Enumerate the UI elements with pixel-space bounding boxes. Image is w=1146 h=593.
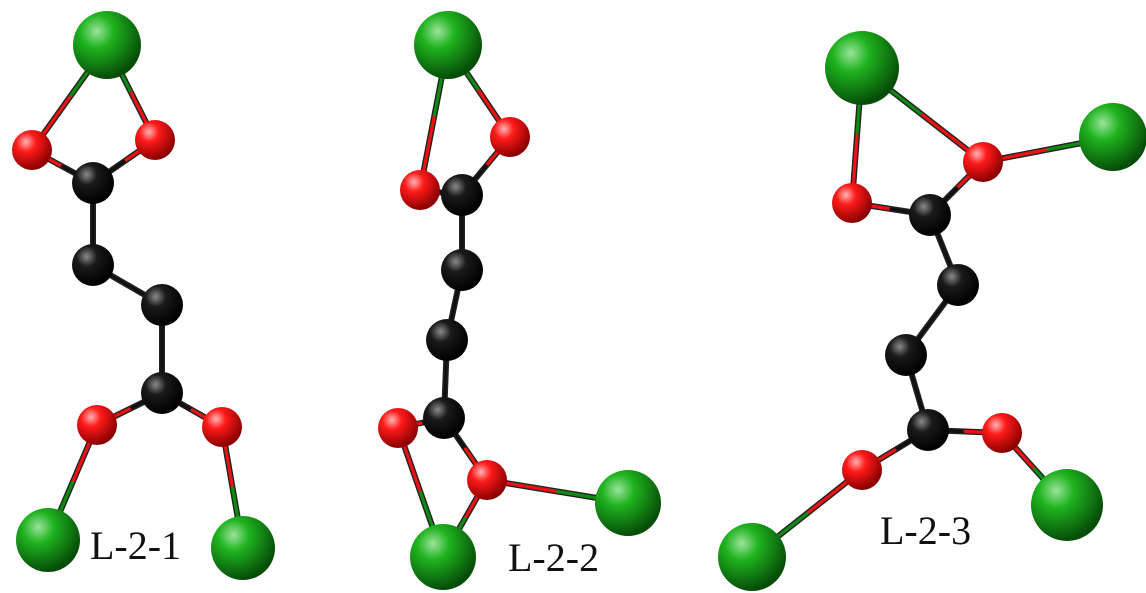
- atoms-l-2-1: [12, 11, 275, 580]
- structure-label-l-2-2: L-2-2: [508, 535, 600, 580]
- carbon-atom: [909, 194, 951, 236]
- carbon-atom: [141, 372, 183, 414]
- metal-atom: [1031, 469, 1103, 541]
- oxygen-atom: [963, 142, 1003, 182]
- carbon-atom: [885, 334, 927, 376]
- oxygen-atom: [982, 413, 1022, 453]
- carbon-atom: [72, 162, 114, 204]
- oxygen-atom: [400, 170, 440, 210]
- metal-atom: [825, 31, 899, 105]
- oxygen-atom: [490, 117, 530, 157]
- oxygen-atom: [842, 450, 882, 490]
- oxygen-atom: [202, 407, 242, 447]
- metal-atom: [73, 11, 141, 79]
- metal-atom: [211, 516, 275, 580]
- structure-label-l-2-1: L-2-1: [90, 523, 182, 568]
- structure-label-l-2-3: L-2-3: [880, 508, 972, 553]
- carbon-atom: [441, 249, 483, 291]
- oxygen-atom: [467, 460, 507, 500]
- carbon-atom: [72, 244, 114, 286]
- metal-atom: [16, 508, 80, 572]
- carbon-atom: [426, 319, 468, 361]
- oxygen-atom: [12, 130, 52, 170]
- oxygen-atom: [135, 120, 175, 160]
- oxygen-atom: [77, 405, 117, 445]
- carbon-atom: [441, 174, 483, 216]
- atom-layer: [12, 11, 1146, 591]
- carbon-atom: [937, 264, 979, 306]
- metal-atom: [595, 470, 661, 536]
- carbon-atom: [907, 409, 949, 451]
- bonds-l-2-1: [29, 42, 246, 551]
- atoms-l-2-3: [718, 31, 1146, 591]
- metal-atom: [410, 524, 476, 590]
- oxygen-atom: [378, 408, 418, 448]
- oxygen-atom: [832, 183, 872, 223]
- carbon-atom: [141, 284, 183, 326]
- metal-atom: [1079, 103, 1146, 171]
- atoms-l-2-2: [378, 11, 661, 590]
- metal-atom: [718, 523, 786, 591]
- carbon-atom: [423, 397, 465, 439]
- metal-atom: [414, 11, 482, 79]
